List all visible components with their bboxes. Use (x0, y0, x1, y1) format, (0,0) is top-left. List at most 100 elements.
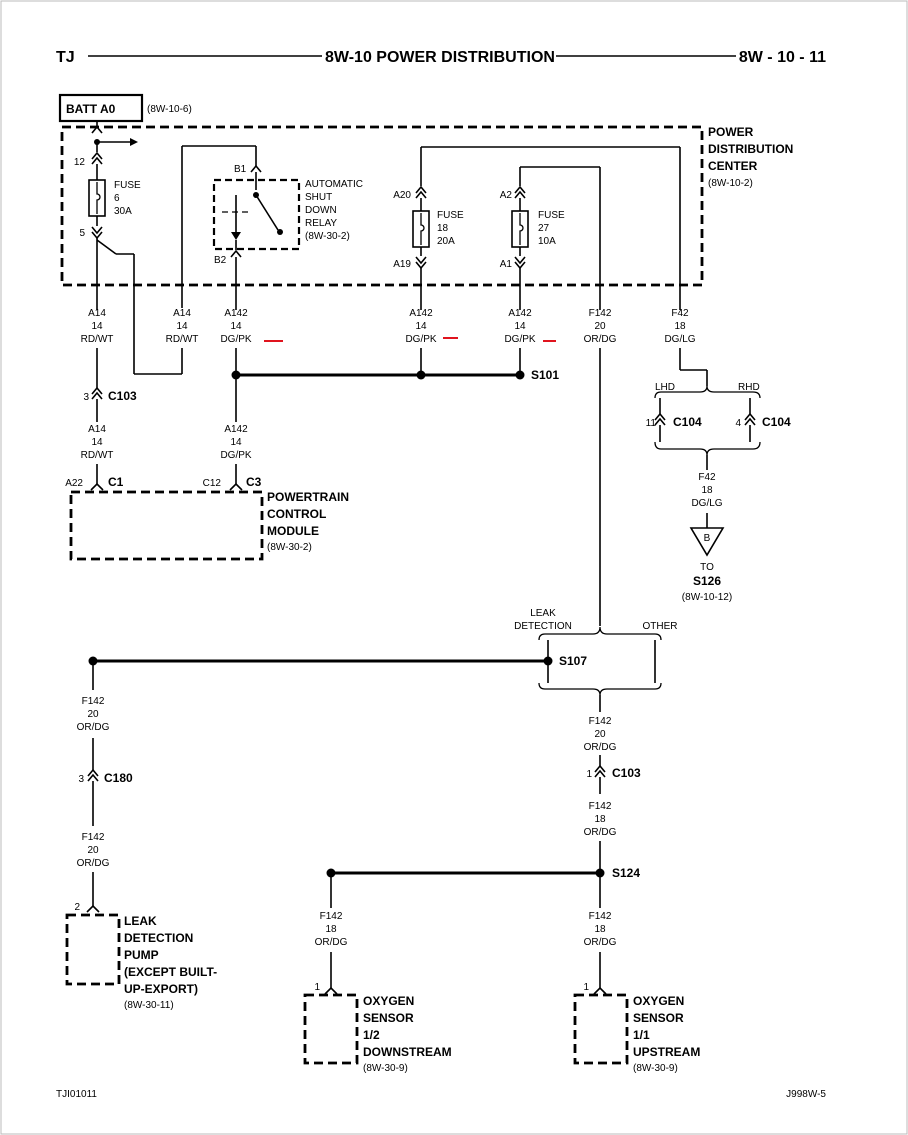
c104-rhd-option: RHD (738, 382, 760, 393)
relay-label-3: DOWN (305, 205, 337, 216)
wire-f142-c103-gauge: 18 (594, 814, 606, 825)
o2-down-ref: (8W-30-9) (363, 1063, 408, 1074)
footer-left: TJI01011 (56, 1089, 97, 1100)
wire-f142-c103-id: F142 (589, 801, 612, 812)
o2-down-label-4: DOWNSTREAM (363, 1045, 452, 1059)
wire-f42-main-color: DG/LG (664, 334, 695, 345)
relay-pin-b2: B2 (214, 255, 227, 266)
header: TJ 8W-10 POWER DISTRIBUTION 8W - 10 - 11 (56, 49, 826, 66)
c103-top-connector (91, 348, 103, 422)
fuse18-bottom-pin: A19 (393, 259, 411, 270)
wire-a142-lower-id: A142 (224, 424, 248, 435)
o2-down-box (303, 993, 359, 1065)
fuse18-top-pin: A20 (393, 190, 411, 201)
fuse27-top-pin: A2 (500, 190, 513, 201)
fuse6-bottom-pin: 5 (79, 228, 85, 239)
o2-up-ref: (8W-30-9) (633, 1063, 678, 1074)
wire-a142-f27-gauge: 14 (514, 321, 526, 332)
s107-option-block (88, 626, 662, 712)
wire-a142-relay-gauge: 14 (230, 321, 242, 332)
wire-a14-left-gauge: 14 (91, 321, 103, 332)
c3-pin: C12 (203, 478, 222, 489)
fuse27-label-3: 10A (538, 236, 556, 247)
pump-box (65, 913, 121, 986)
fuse18-label-2: 18 (437, 223, 449, 234)
option-leak-line1: LEAK (530, 608, 556, 619)
wire-a142-relay-color: DG/PK (220, 334, 251, 345)
pdc-title-line3: CENTER (708, 159, 758, 173)
c103-top-pin: 3 (83, 392, 89, 403)
c3-name: C3 (246, 475, 262, 489)
wire-a142-f27-id: A142 (508, 308, 532, 319)
c104-lhd-option: LHD (655, 382, 675, 393)
pcm-ref: (8W-30-2) (267, 542, 312, 553)
wire-f142-o2-left-color: OR/DG (315, 937, 348, 948)
pdc-title-line2: DISTRIBUTION (708, 142, 793, 156)
batt-ref: (8W-10-6) (147, 104, 192, 115)
c103-lower-connector (594, 755, 606, 794)
asd-relay (212, 164, 301, 310)
fuse18-label-1: FUSE (437, 210, 464, 221)
fuse6-label-3: 30A (114, 206, 132, 217)
c1-name: C1 (108, 475, 124, 489)
pump-pin: 2 (74, 902, 80, 913)
c1-pin: A22 (65, 478, 83, 489)
pump-label-4: (EXCEPT BUILT- (124, 965, 217, 979)
relay-label-2: SHUT (305, 192, 332, 203)
offpage-triangle (689, 527, 725, 557)
wire-f42-main-gauge: 18 (674, 321, 686, 332)
s107-label: S107 (559, 654, 587, 668)
relay-label-1: AUTOMATIC (305, 179, 363, 190)
fuse27-circuit (511, 166, 600, 310)
header-model: TJ (56, 49, 75, 66)
o2-up-label-3: 1/1 (633, 1028, 650, 1042)
wire-a14-left-color: RD/WT (81, 334, 114, 345)
wire-f142-s107-id: F142 (589, 716, 612, 727)
pcm-label-1: POWERTRAIN (267, 490, 349, 504)
wire-f42-lower-gauge: 18 (701, 485, 713, 496)
wire-a14-right-gauge: 14 (176, 321, 188, 332)
wire-a142-lower-color: DG/PK (220, 450, 251, 461)
pump-label-2: DETECTION (124, 931, 193, 945)
wire-f142-s107-color: OR/DG (584, 742, 617, 753)
pdc-ref: (8W-10-2) (708, 178, 753, 189)
relay-pin-b1: B1 (234, 164, 247, 175)
header-page-number: 8W - 10 - 11 (739, 49, 826, 66)
pcm-connectors (90, 464, 243, 491)
fuse18-circuit (412, 146, 680, 310)
wire-f142-o2-right-id: F142 (589, 911, 612, 922)
wire-a142-f18-gauge: 14 (415, 321, 427, 332)
offpage-splice: S126 (693, 574, 721, 588)
wire-a142-f18-id: A142 (409, 308, 433, 319)
wire-a14-lower-color: RD/WT (81, 450, 114, 461)
wire-f142-pump-lower-id: F142 (82, 832, 105, 843)
c104-rhd-pin: 4 (735, 418, 741, 429)
wire-f142-o2-right-color: OR/DG (584, 937, 617, 948)
fuse27-label-2: 27 (538, 223, 550, 234)
wire-f142-pump-upper-id: F142 (82, 696, 105, 707)
fuse6-top-pin: 12 (74, 157, 86, 168)
c104-option-block (654, 348, 761, 557)
offpage-letter: B (704, 533, 711, 544)
wire-a14-lower-id: A14 (88, 424, 106, 435)
pdc-title-line1: POWER (708, 125, 754, 139)
c103-lower-pin: 1 (586, 769, 592, 780)
batt-label: BATT A0 (66, 102, 116, 116)
s124-splice (326, 841, 605, 908)
pcm-label-2: CONTROL (267, 507, 326, 521)
wire-f142-o2-right-gauge: 18 (594, 924, 606, 935)
header-title: 8W-10 POWER DISTRIBUTION (325, 49, 555, 66)
pump-label-1: LEAK (124, 914, 157, 928)
o2-up-terminal (593, 986, 607, 995)
relay-ref: (8W-30-2) (305, 231, 350, 242)
wire-a14-right-color: RD/WT (166, 334, 199, 345)
wire-f42-main-id: F42 (671, 308, 689, 319)
o2-up-label-2: SENSOR (633, 1011, 684, 1025)
c103-lower-name: C103 (612, 766, 641, 780)
c180-name: C180 (104, 771, 133, 785)
c103-top-name: C103 (108, 389, 137, 403)
pump-label-3: PUMP (124, 948, 159, 962)
c180-pin: 3 (78, 774, 84, 785)
wire-f142-main-color: OR/DG (584, 334, 617, 345)
